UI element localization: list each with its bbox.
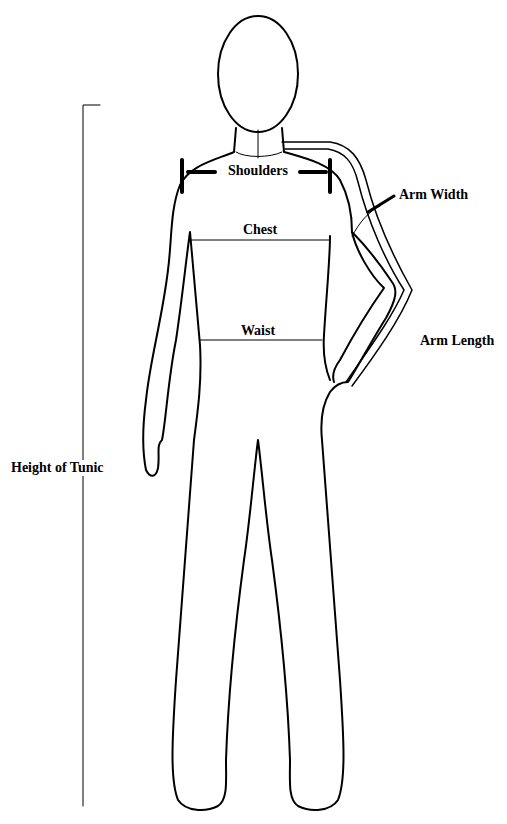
height-label: Height of Tunic <box>9 460 106 476</box>
arm-length-label: Arm Length <box>418 333 496 349</box>
chest-line <box>190 240 330 241</box>
waist-line <box>200 340 322 341</box>
arm-width-tick <box>368 196 394 212</box>
head-outline <box>218 16 298 132</box>
arm-width-arc <box>352 206 380 236</box>
arm-inner-outline <box>324 232 384 382</box>
shoulders-label: Shoulders <box>226 163 290 179</box>
shoulder-marks <box>182 160 330 192</box>
chest-label: Chest <box>241 222 279 238</box>
body-outline <box>143 128 395 810</box>
neck-outline <box>236 130 282 158</box>
waist-label: Waist <box>239 323 277 339</box>
arm-width-label: Arm Width <box>397 187 470 203</box>
height-bracket <box>83 105 100 806</box>
arm-length-band <box>282 142 412 386</box>
